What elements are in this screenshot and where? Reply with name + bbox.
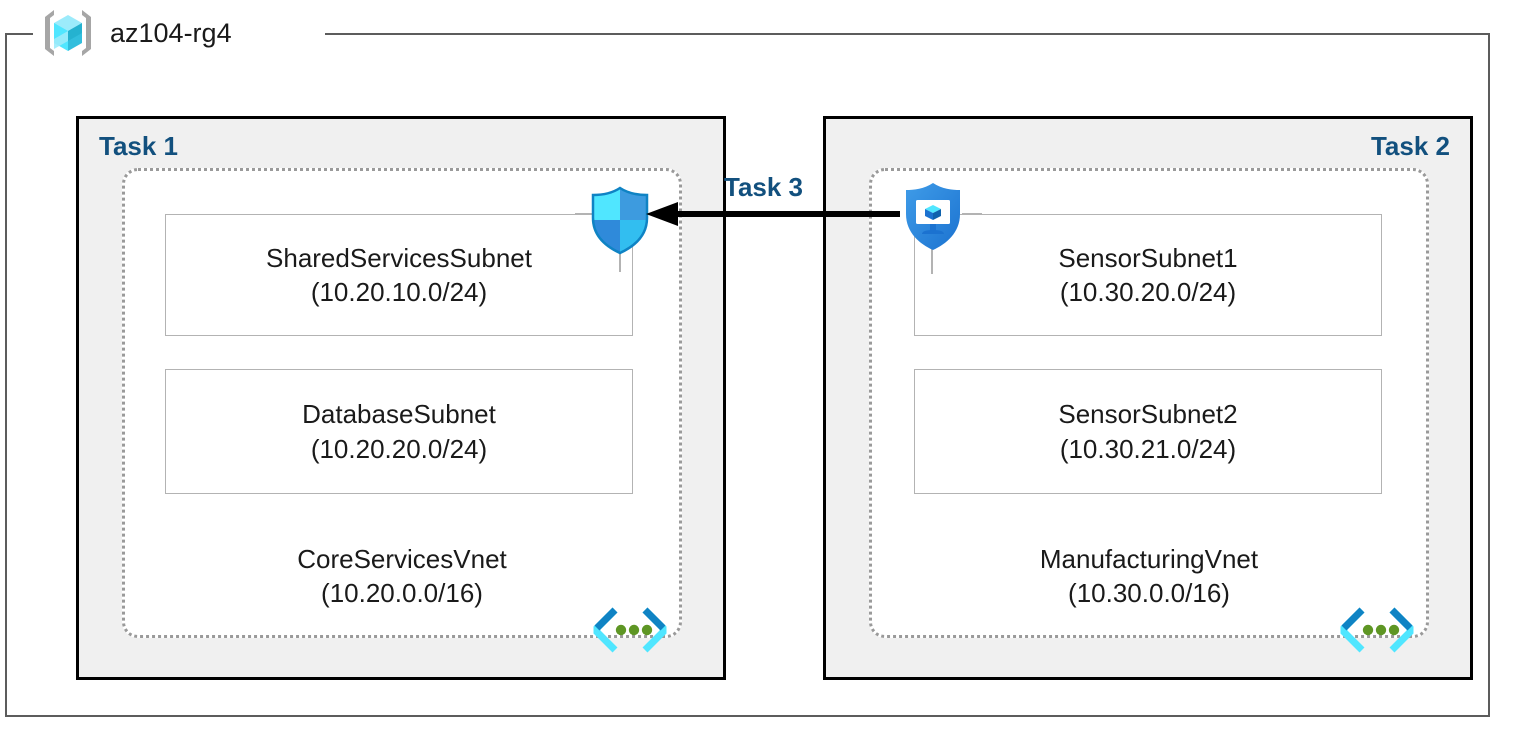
nsg-connector-stub-left	[575, 213, 593, 215]
nsg-connector-stub-down	[619, 250, 621, 272]
vnet-cidr: (10.20.0.0/16)	[321, 578, 483, 609]
virtual-network-icon	[1340, 607, 1414, 653]
subnet-name: SensorSubnet2	[1058, 399, 1238, 430]
azure-resource-group-icon	[40, 7, 96, 59]
subnet-name: SharedServicesSubnet	[266, 242, 532, 273]
vnet-name: ManufacturingVnet	[1039, 544, 1259, 574]
resource-group-header: az104-rg4	[40, 6, 232, 60]
subnet-cidr: (10.20.20.0/24)	[310, 433, 488, 464]
rg-border-top-right-stub	[325, 33, 1490, 35]
vnet-manufacturing-caption: ManufacturingVnet (10.30.0.0/16)	[889, 542, 1409, 611]
vnet-cidr: (10.30.0.0/16)	[1068, 578, 1230, 609]
subnet-shared-services: SharedServicesSubnet (10.20.10.0/24)	[165, 214, 633, 336]
network-security-group-shield-icon	[585, 185, 655, 255]
subnet-database: DatabaseSubnet (10.20.20.0/24)	[165, 369, 633, 494]
rg-border-right	[1488, 33, 1490, 717]
subnet-cidr: (10.20.10.0/24)	[310, 277, 488, 307]
subnet-cidr: (10.30.21.0/24)	[1059, 433, 1237, 464]
task-2-label: Task 2	[1370, 131, 1450, 161]
subnet-name: SensorSubnet1	[1058, 242, 1238, 273]
subnet-sensor-2: SensorSubnet2 (10.30.21.0/24)	[914, 369, 1382, 494]
resource-group-frame	[5, 33, 1490, 717]
subnet-cidr: (10.30.20.0/24)	[1059, 277, 1237, 307]
rg-border-top-left-stub	[5, 33, 33, 35]
virtual-network-icon	[593, 607, 667, 653]
vnet-name: CoreServicesVnet	[297, 544, 507, 574]
rg-border-left	[5, 33, 7, 717]
task-1-label: Task 1	[99, 131, 179, 161]
resource-group-name: az104-rg4	[110, 17, 232, 48]
rg-border-bottom	[5, 715, 1490, 717]
application-security-group-shield-icon	[897, 180, 969, 252]
vnet-core-services-caption: CoreServicesVnet (10.20.0.0/16)	[142, 542, 662, 611]
asg-connector-stub-down	[931, 248, 933, 274]
asg-connector-stub-right	[962, 213, 982, 215]
subnet-name: DatabaseSubnet	[302, 399, 496, 430]
subnet-sensor-1: SensorSubnet1 (10.30.20.0/24)	[914, 214, 1382, 336]
task-3-label: Task 3	[724, 172, 804, 202]
